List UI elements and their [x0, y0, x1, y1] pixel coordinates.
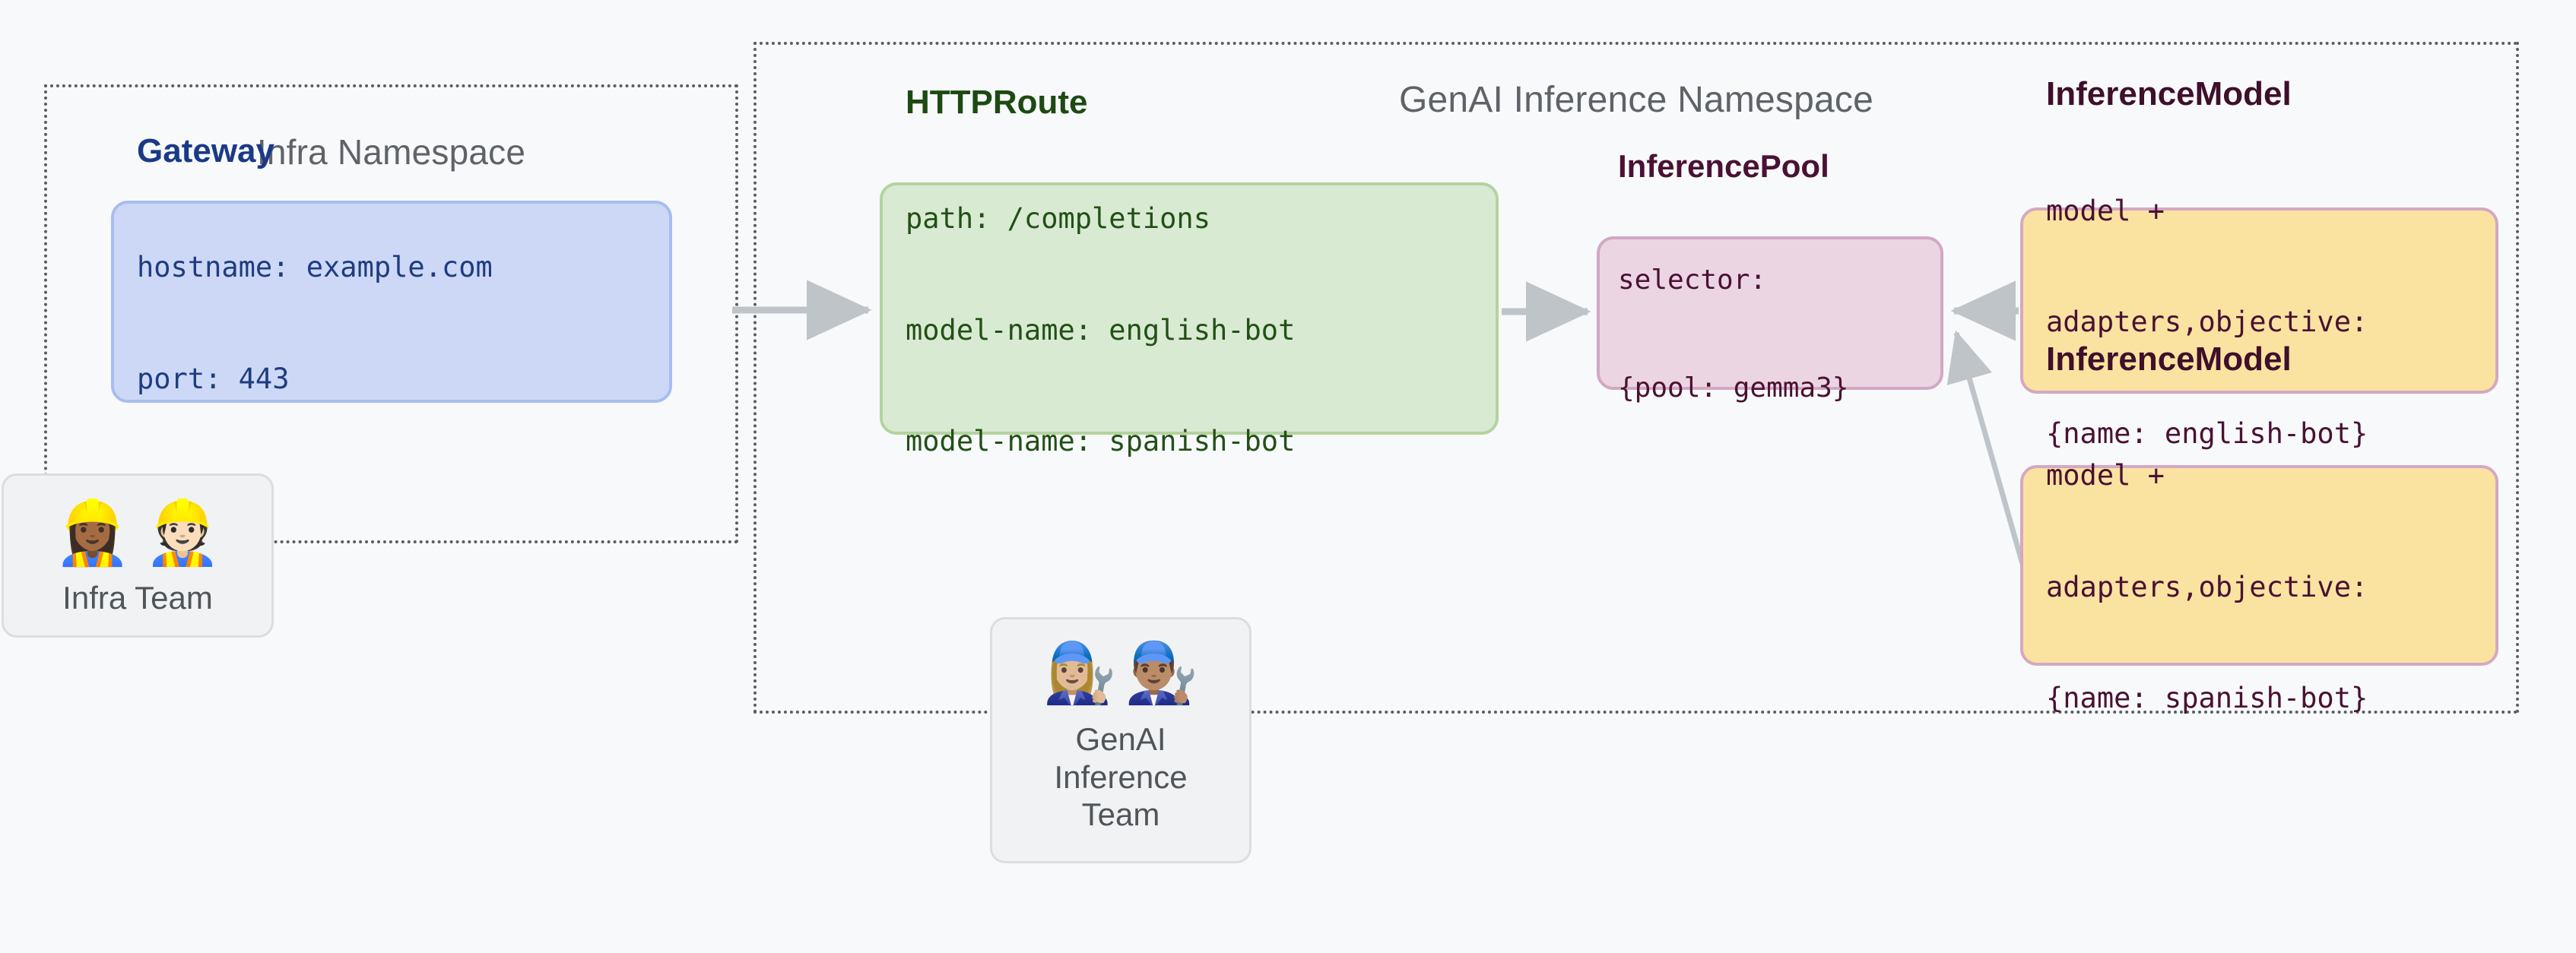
team-genai-label: GenAI Inference Team [1054, 720, 1187, 834]
card-httproute-line-model-english: model-name: english-bot [906, 313, 1296, 347]
namespace-infra-title: Infra Namespace [256, 132, 526, 172]
card-inferencepool-line-pool: {pool: gemma3} [1618, 372, 1849, 404]
card-inferencepool-lines: selector: {pool: gemma3} [1618, 190, 1922, 479]
card-inference-model-english-title: InferenceModel [2046, 75, 2292, 112]
card-inference-model-spanish-line-model: model + [2046, 459, 2165, 492]
team-infra-label: Infra Team [62, 580, 213, 616]
card-inference-model-english-line-model: model + [2046, 194, 2165, 227]
card-gateway-line-port: port: 443 [137, 362, 290, 395]
team-genai-emojis: 👩🏼‍🔧 👨🏽‍🔧 [1043, 639, 1198, 708]
card-inferencepool-title: InferencePool [1618, 148, 1829, 185]
team-genai-label-line-2: Inference [1054, 758, 1188, 795]
card-inference-model-spanish-title: InferenceModel [2046, 340, 2292, 378]
card-gateway-line-hostname: hostname: example.com [137, 251, 493, 284]
card-httproute-line-path: path: /completions [906, 202, 1210, 236]
card-inferencepool[interactable]: InferencePool selector: {pool: gemma3} [1597, 148, 1943, 404]
card-inference-model-english[interactable]: InferenceModel model + adapters,objectiv… [2020, 75, 2498, 450]
namespace-infra: Infra Namespace [44, 84, 738, 543]
team-genai-label-line-1: GenAI [1075, 721, 1166, 757]
construction-worker-woman-icon: 👷🏾‍♀️ [53, 497, 132, 569]
team-card-infra[interactable]: 👷🏾‍♀️ 👷🏻 Infra Team [2, 473, 274, 638]
card-gateway-lines: hostname: example.com port: 443 [137, 176, 646, 473]
card-httproute-line-model-spanish: model-name: spanish-bot [906, 425, 1296, 458]
namespace-genai-title: GenAI Inference Namespace [1398, 80, 1873, 120]
card-gateway[interactable]: Gateway hostname: example.com port: 443 [111, 132, 672, 403]
team-card-genai[interactable]: 👩🏼‍🔧 👨🏽‍🔧 GenAI Inference Team [990, 617, 1252, 863]
namespace-genai: GenAI Inference Namespace [753, 42, 2519, 714]
card-inference-model-english-line-name: {name: english-bot} [2046, 416, 2368, 450]
card-inference-model-spanish-line-adapters: adapters,objective: [2046, 570, 2368, 603]
card-inference-model-english-line-adapters: adapters,objective: [2046, 306, 2368, 339]
card-inference-model-spanish[interactable]: InferenceModel model + adapters,objectiv… [2020, 340, 2498, 714]
card-inference-model-spanish-lines: model + adapters,objective: {name: spani… [2046, 383, 2473, 791]
card-inference-model-spanish-line-name: {name: spanish-bot} [2046, 682, 2368, 715]
card-inference-model-english-lines: model + adapters,objective: {name: engli… [2046, 119, 2473, 527]
card-inferencepool-line-selector: selector: [1618, 264, 1767, 296]
card-httproute[interactable]: HTTPRoute path: /completions model-name:… [880, 84, 1499, 458]
woman-mechanic-icon: 👩🏼‍🔧 [1042, 639, 1117, 708]
construction-worker-man-icon: 👷🏻 [144, 497, 222, 569]
card-gateway-title: Gateway [137, 131, 274, 169]
man-mechanic-icon: 👨🏽‍🔧 [1125, 639, 1199, 708]
card-httproute-title: HTTPRoute [906, 83, 1088, 121]
team-genai-label-line-3: Team [1081, 796, 1160, 833]
card-httproute-lines: path: /completions model-name: english-b… [906, 126, 1473, 534]
team-infra-emojis: 👷🏾‍♀️ 👷🏻 [54, 497, 221, 570]
